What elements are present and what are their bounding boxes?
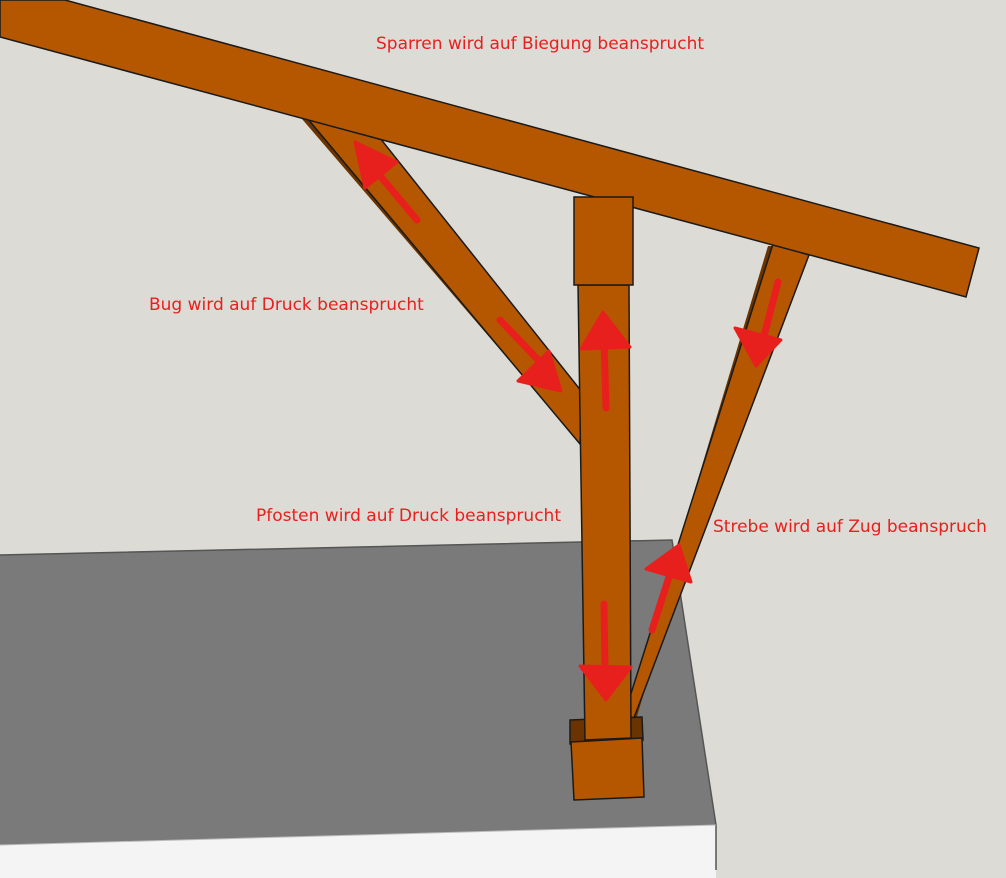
pfosten-label: Pfosten wird auf Druck beansprucht xyxy=(256,506,561,526)
post-head xyxy=(573,196,634,286)
force-arrows xyxy=(353,140,783,702)
bug-label: Bug wird auf Druck beansprucht xyxy=(149,295,424,315)
strebe-label: Strebe wird auf Zug beanspruch xyxy=(713,517,987,537)
floor-slab-outline xyxy=(0,539,717,870)
bug-lower-arrow xyxy=(496,316,563,393)
strebe-upper-arrow xyxy=(733,278,783,368)
sparren-label: Sparren wird auf Biegung beansprucht xyxy=(376,34,705,54)
bug-upper-arrow xyxy=(353,140,421,224)
floor-slab-top xyxy=(0,540,716,845)
sparren-rafter xyxy=(0,0,980,298)
floor-slab-edge xyxy=(0,825,716,878)
post-upper-arrow xyxy=(579,310,632,412)
floor-slab-front-edge xyxy=(0,824,717,846)
post-lower-arrow xyxy=(578,600,633,702)
strebe-lower-arrow xyxy=(644,543,693,634)
